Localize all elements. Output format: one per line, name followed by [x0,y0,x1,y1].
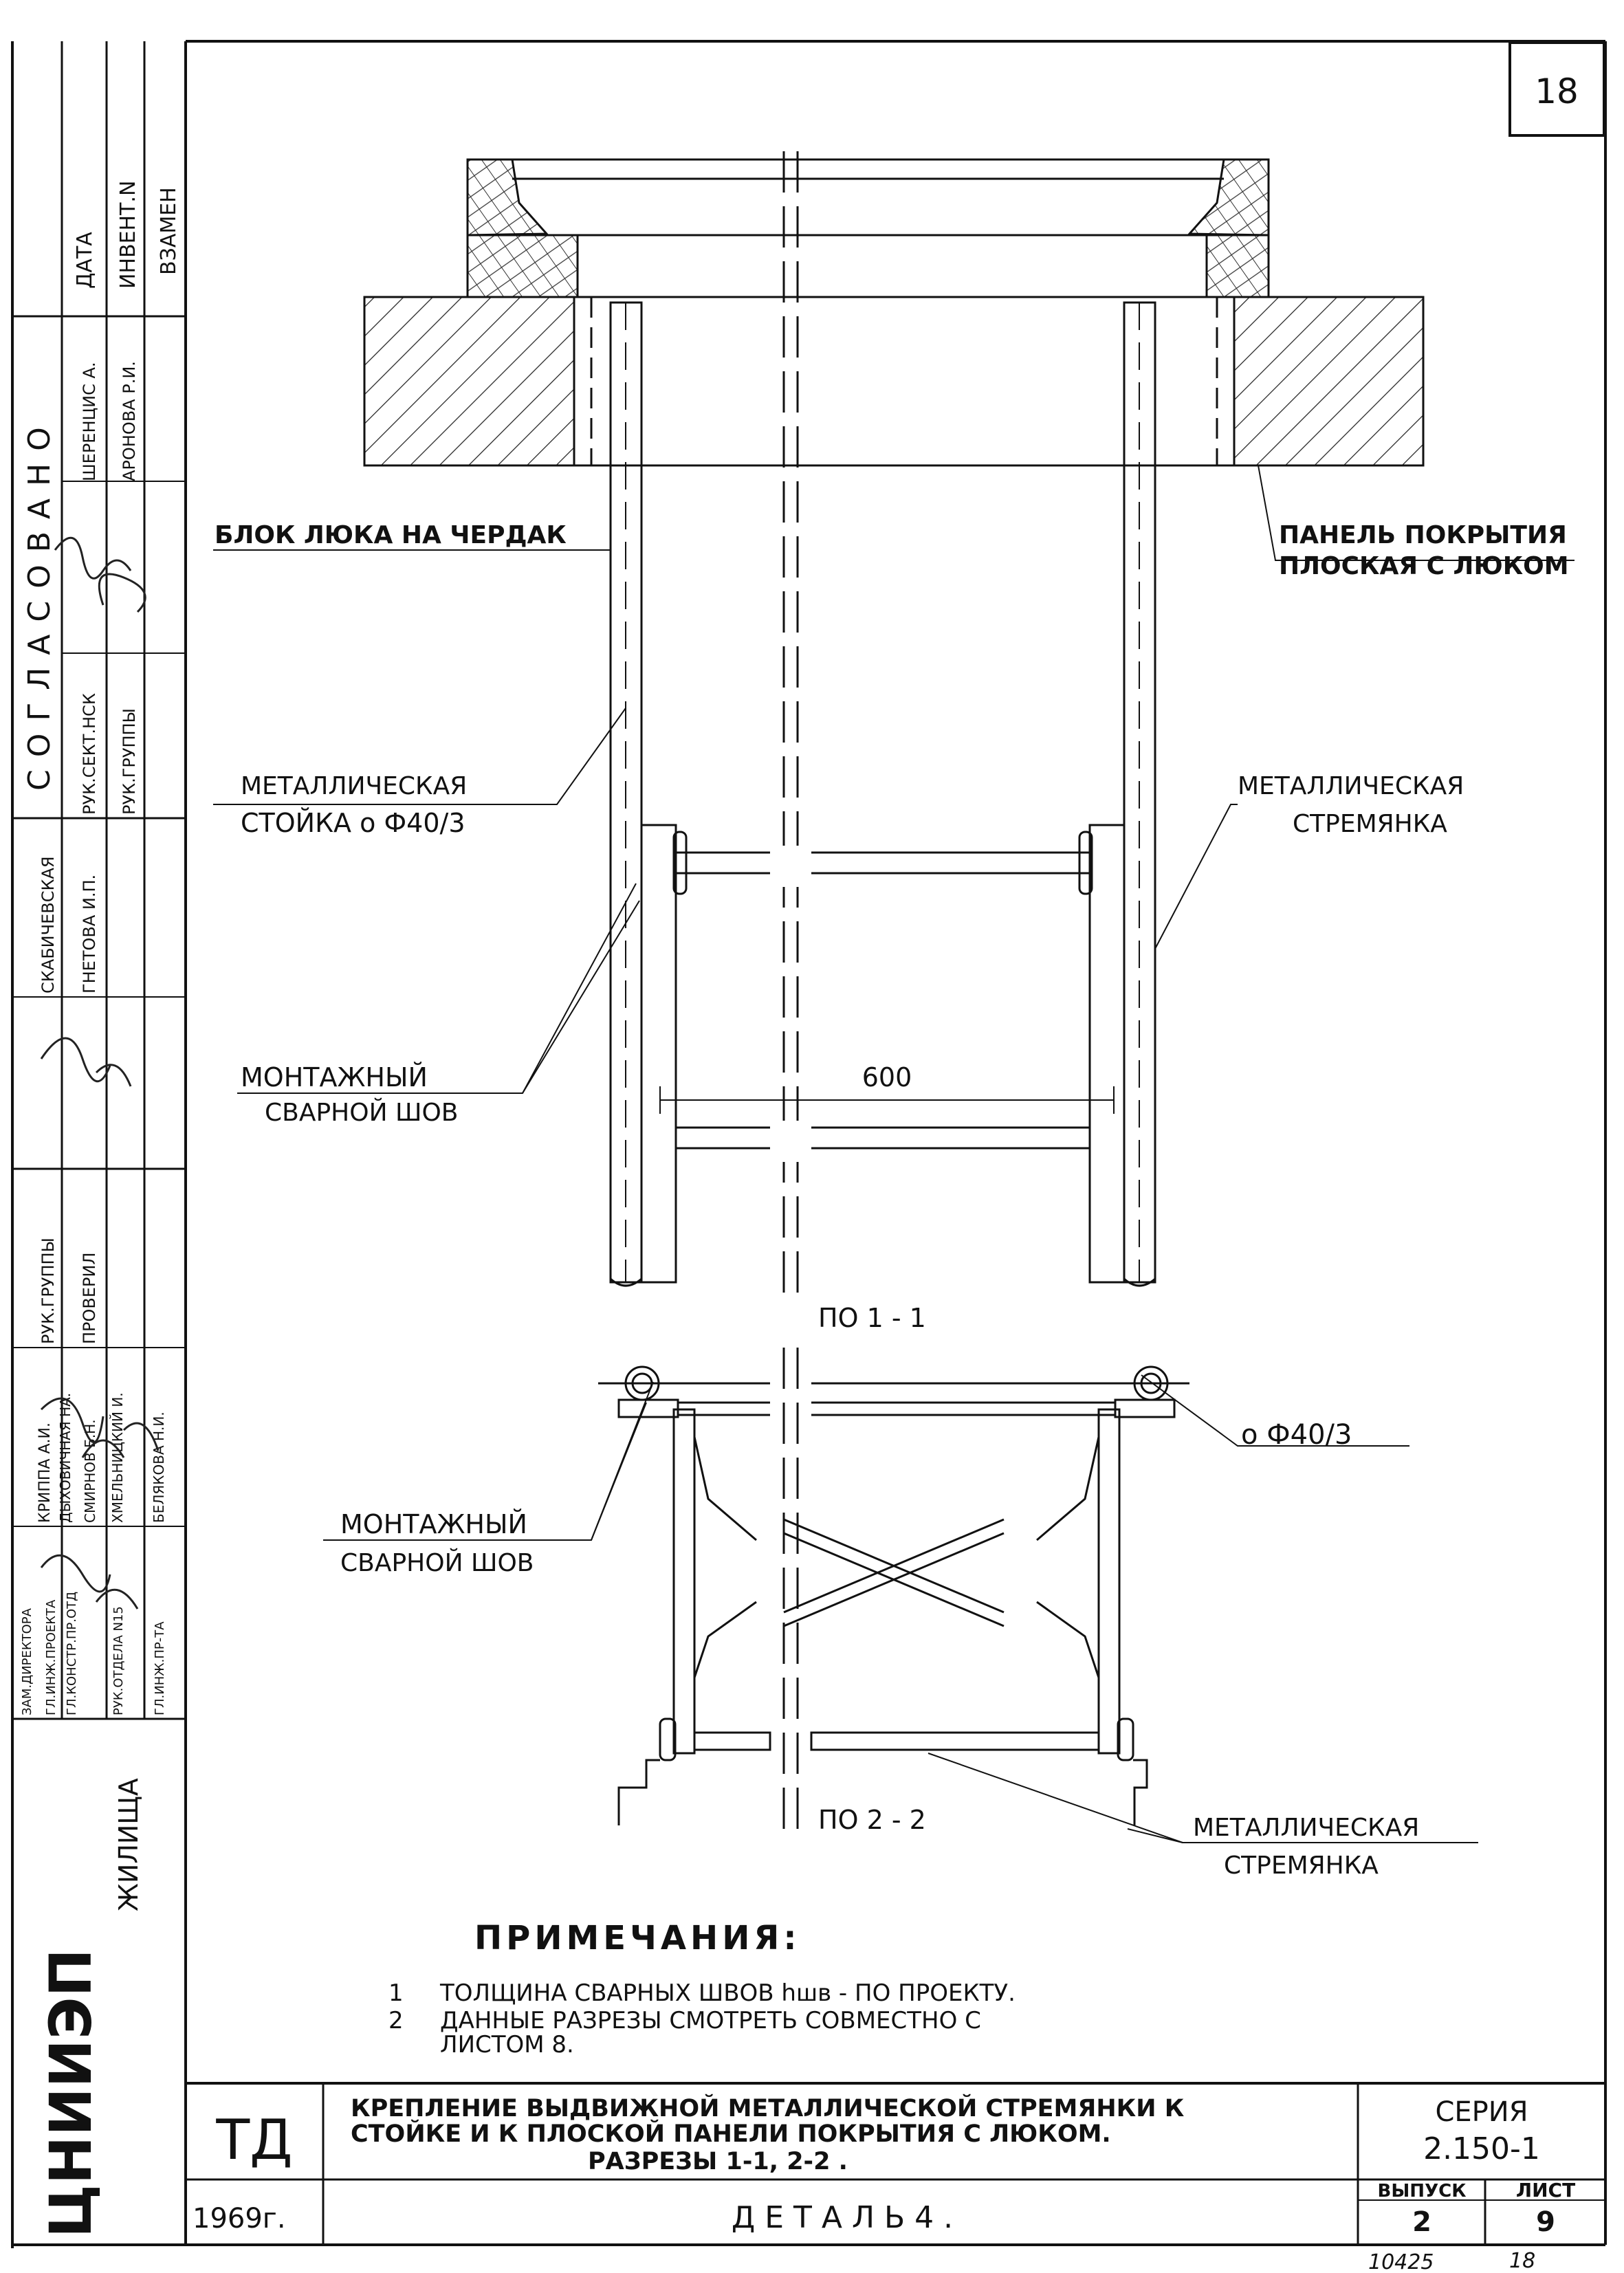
label-ladder-top-1: МЕТАЛЛИЧЕСКАЯ [1238,772,1464,800]
stamp-role-b-1: ЗАМ.ДИРЕКТОРА [20,1607,34,1715]
stamp-agreed-role-2: РУК.ГРУППЫ [120,708,139,815]
label-roof-panel-1: ПАНЕЛЬ ПОКРЫТИЯ [1279,521,1567,549]
label-weld-top-1: МОНТАЖНЫЙ [241,1062,428,1092]
stamp-agreed-role-1: РУК.СЕКТ.НСК [80,693,99,815]
series-value: 2.150-1 [1423,2131,1540,2166]
page-number: 18 [1535,72,1579,111]
stamp-org-name: ЦНИИЭП [37,1948,105,2238]
stamp-role-b-3: ГЛ.КОНСТР.ПР.ОТД [65,1592,79,1715]
hatch-frame [466,158,1270,298]
section-label-1: ПО 1 - 1 [818,1303,926,1333]
notes: ПРИМЕЧАНИЯ: 1 ТОЛЩИНА СВАРНЫХ ШВОВ hшв -… [388,1919,1016,2058]
dimension-600 [659,1086,1115,1114]
note-text-2: ДАННЫЕ РАЗРЕЗЫ СМОТРЕТЬ СОВМЕСТНО С [440,2007,981,2034]
title-detail: Д Е Т А Л Ь 4 . [732,2200,953,2235]
stamp-role-a-1: РУК.ГРУППЫ [39,1238,58,1344]
stamp-name-b-2: ДЫХОВИЧНАЯ НА. [57,1393,74,1523]
note-num-2: 2 [388,2007,404,2034]
label-weld-top-2: СВАРНОЙ ШОВ [265,1098,458,1127]
label-hatch-block: БЛОК ЛЮКА НА ЧЕРДАК [215,521,567,549]
section-label-2: ПО 2 - 2 [818,1805,926,1835]
archive-number: 10425 [1368,2250,1434,2273]
stamp-org-subname: ЖИЛИЩА [113,1778,144,1911]
label-roof-panel-2: ПЛОСКАЯ С ЛЮКОМ [1279,552,1569,580]
stamp-agreed-name-1: ШЕРЕНЦИС А. [80,362,99,481]
stamp-agreed-title: СОГЛАСОВАНО [22,415,57,791]
page-number-box: 18 [1508,41,1605,137]
stamp-name-a-2: ГНЕТОВА И.П. [80,875,99,993]
leader-lines [213,465,1574,1843]
issue-label: ВЫПУСК [1378,2181,1467,2201]
roof-panel [363,296,1425,467]
sheet-value: 9 [1536,2206,1555,2238]
stamp-replaces-label: ВЗАМЕН [157,187,181,275]
stamp-role-b-4: РУК.ОТДЕЛА N15 [111,1606,126,1715]
title-code: ТД [215,2108,292,2172]
stamp-name-a-1: СКАБИЧЕВСКАЯ [39,856,58,993]
stamp-inventory-label: ИНВЕНТ.N [116,181,140,289]
label-post-1: МЕТАЛЛИЧЕСКАЯ [241,772,467,800]
stamp-name-b-5: БЕЛЯКОВА Н.И. [151,1412,167,1523]
stamp-role-b-2: ГЛ.ИНЖ.ПРОЕКТА [44,1599,58,1715]
issue-value: 2 [1412,2206,1431,2238]
label-weld-bottom-2: СВАРНОЙ ШОВ [340,1548,534,1577]
stamp-role-b-5: ГЛ.ИНЖ.ПР-ТА [153,1621,167,1715]
stamp-agreed-name-2: АРОНОВА Р.И. [120,361,139,481]
title-year: 1969г. [193,2203,286,2234]
note-num-1: 1 [388,1979,404,2007]
stamp-name-b-3: СМИРНОВ Б.Н. [82,1419,98,1523]
dimension-label: 600 [862,1062,912,1092]
stamp-role-a-2: ПРОВЕРИЛ [80,1252,99,1344]
title-line-3: РАЗРЕЗЫ 1-1, 2-2 . [588,2148,848,2175]
sheet-frame [11,40,1607,2248]
label-weld-bottom-1: МОНТАЖНЫЙ [340,1509,527,1539]
ladder-plan [598,1348,1189,1843]
sheet-label: ЛИСТ [1516,2179,1575,2201]
ladder-elevation [609,151,1156,1293]
note-text-3: ЛИСТОМ 8. [440,2031,574,2058]
title-line-1: КРЕПЛЕНИЕ ВЫДВИЖНОЙ МЕТАЛЛИЧЕСКОЙ СТРЕМЯ… [351,2094,1185,2122]
label-ladder-bottom-1: МЕТАЛЛИЧЕСКАЯ [1193,1814,1419,1842]
stamp-name-b-1: КРИППА А.И. [36,1423,54,1523]
approval-stamp: ДАТА ИНВЕНТ.N ВЗАМЕН СОГЛАСОВАНО ШЕРЕНЦИ… [12,41,186,2238]
note-text-1: ТОЛЩИНА СВАРНЫХ ШВОВ hшв - ПО ПРОЕКТУ. [439,1979,1016,2007]
notes-title: ПРИМЕЧАНИЯ: [474,1919,801,1957]
title-line-2: СТОЙКЕ И К ПЛОСКОЙ ПАНЕЛИ ПОКРЫТИЯ С ЛЮК… [351,2119,1111,2148]
signatures [40,536,160,1610]
label-ladder-top-2: СТРЕМЯНКА [1293,810,1447,838]
label-ladder-bottom-2: СТРЕМЯНКА [1224,1852,1379,1880]
label-post-2: СТОЙКА о Ф40/3 [241,808,465,838]
label-pipe: о Ф40/3 [1241,1419,1352,1451]
series-label: СЕРИЯ [1435,2096,1528,2128]
stamp-date-label: ДАТА [73,232,97,289]
archive-sheet: 18 [1509,2249,1535,2273]
title-block [186,2082,1605,2245]
